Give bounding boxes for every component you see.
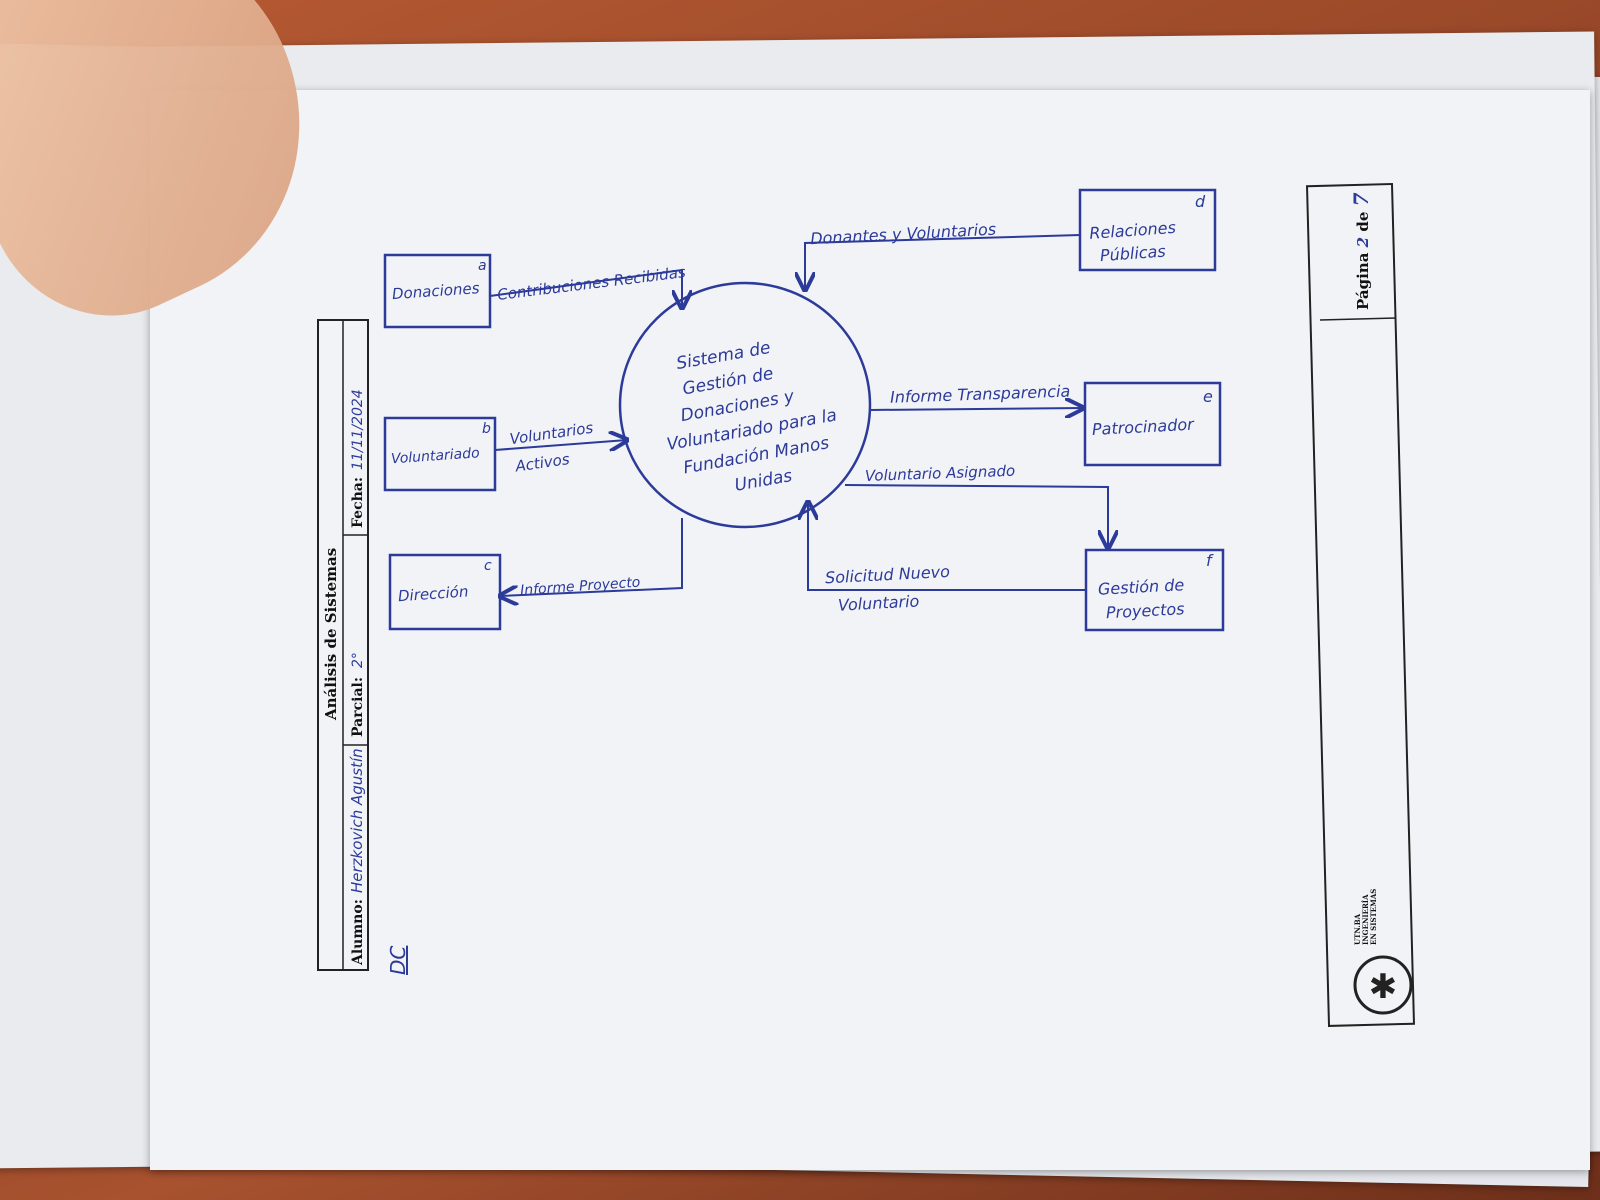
entity-patrocinador: e Patrocinador: [1083, 381, 1222, 467]
svg-text:UTN.BA INGENIERÍA: UTN.BA INGENIERÍA EN SISTEMAS: [1353, 889, 1378, 945]
flow-voluntario-asignado: Voluntario Asignado: [844, 462, 1108, 548]
flow-solicitud-nuevo-voluntario: Solicitud Nuevo Voluntario: [808, 502, 1086, 615]
svg-text:Donantes y Voluntarios: Donantes y Voluntarios: [810, 220, 997, 249]
entity-gestion-proyectos: f Gestión de Proyectos: [1084, 548, 1225, 632]
alumno-value: Herzkovich Agustín: [348, 748, 366, 893]
entity-name-publicas: Públicas: [1099, 242, 1166, 266]
svg-text:Sistema de Gestión de: Sistema de Gestión de Donaciones y Volun…: [652, 328, 853, 507]
logo-text-2: INGENIERÍA: [1361, 894, 1370, 945]
svg-text:Informe Proyecto: Informe Proyecto: [520, 575, 641, 599]
svg-text:Activos: Activos: [513, 450, 571, 476]
page-label: Página 2 de 7: [1349, 192, 1373, 310]
entity-letter-a: a: [478, 258, 487, 274]
entity-letter-f: f: [1206, 551, 1214, 570]
entity-name-donaciones: Donaciones: [391, 279, 480, 303]
svg-text:✱: ✱: [1369, 967, 1398, 1007]
entity-name-direccion: Dirección: [397, 582, 469, 605]
entity-voluntariado: b Voluntariado: [383, 416, 497, 492]
process-line-6: Unidas: [733, 466, 794, 496]
utn-logo-icon: ✱: [1353, 955, 1413, 1015]
entity-letter-e: e: [1203, 387, 1213, 406]
entity-name-patrocinador: Patrocinador: [1092, 415, 1196, 439]
flow-contribuciones: Contribuciones Recibidas: [489, 263, 687, 308]
entity-name-gestion: Gestión de: [1097, 575, 1184, 598]
entity-relaciones-publicas: d Relaciones Públicas: [1078, 188, 1217, 272]
svg-text:Voluntario: Voluntario: [837, 591, 920, 614]
alumno-label: Alumno:: [350, 899, 366, 966]
header-table: Análisis de Sistemas Alumno: Herzkovich …: [317, 319, 410, 975]
svg-text:Contribuciones Recibidas: Contribuciones Recibidas: [496, 263, 687, 304]
entity-direccion: c Dirección: [388, 553, 502, 631]
course-title: Análisis de Sistemas: [322, 548, 340, 721]
entity-donaciones: a Donaciones: [383, 253, 492, 329]
logo-text-1: UTN.BA: [1353, 913, 1362, 945]
page-prefix: Página: [1354, 252, 1372, 310]
svg-text:Voluntario Asignado: Voluntario Asignado: [865, 462, 1016, 485]
svg-text:Informe Transparencia: Informe Transparencia: [890, 382, 1071, 407]
entity-letter-c: c: [484, 558, 492, 574]
fecha-label: Fecha:: [350, 477, 366, 528]
page-mid: de: [1354, 212, 1372, 232]
footer-frame: Página 2 de 7 ✱ UTN.BA INGENIERÍA EN SIS…: [1305, 182, 1416, 1027]
process-circle: Sistema de Gestión de Donaciones y Volun…: [618, 281, 872, 529]
flow-informe-transparencia: Informe Transparencia: [869, 382, 1083, 410]
parcial-value: 2°: [350, 652, 366, 668]
entity-letter-d: d: [1195, 192, 1206, 211]
entity-letter-b: b: [482, 421, 491, 437]
entity-name-relaciones: Relaciones: [1089, 218, 1177, 243]
flow-donantes-voluntarios: Donantes y Voluntarios: [805, 220, 1081, 290]
fecha-value: 11/11/2024: [350, 389, 366, 470]
page-number: 2: [1354, 237, 1372, 248]
section-label: DC: [386, 946, 410, 975]
logo-text-3: EN SISTEMAS: [1369, 889, 1378, 945]
entity-name-voluntariado: Voluntariado: [391, 445, 481, 467]
svg-text:Solicitud Nuevo: Solicitud Nuevo: [825, 562, 951, 588]
parcial-label: Parcial:: [350, 677, 366, 737]
entity-name-proyectos: Proyectos: [1105, 599, 1184, 622]
flow-voluntarios-activos: Voluntarios Activos: [494, 419, 627, 476]
flow-informe-proyecto: Informe Proyecto: [500, 518, 683, 599]
page-total: 7: [1349, 192, 1373, 206]
